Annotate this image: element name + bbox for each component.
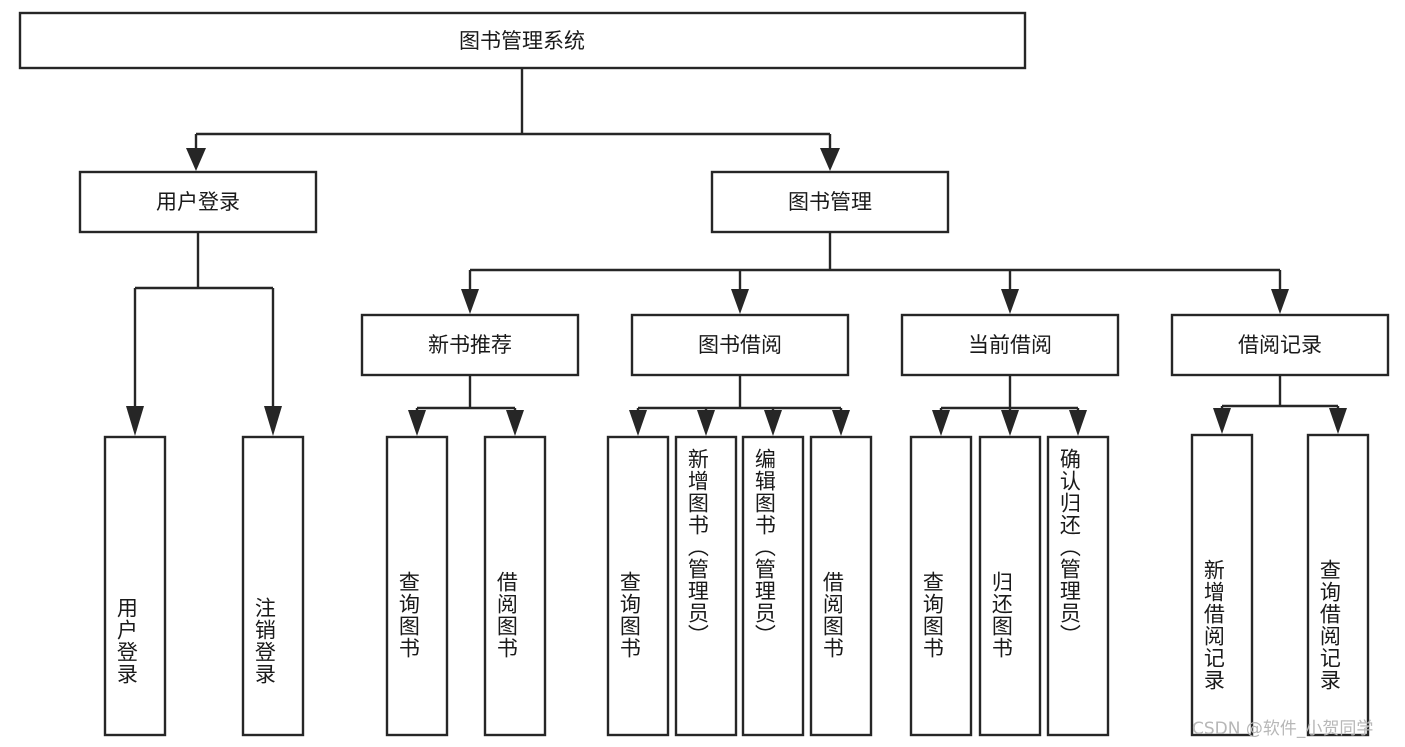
node-leaf-query-record[interactable]: [1306, 433, 1370, 737]
node-leaf-return-book[interactable]: [978, 435, 1042, 737]
node-new-book-recommend-label: 新书推荐: [428, 333, 512, 357]
node-user-login[interactable]: [78, 170, 318, 234]
arrow-head-current-borrow: [1001, 289, 1019, 314]
node-leaf-edit-book[interactable]: [741, 435, 805, 737]
node-current-borrow[interactable]: [900, 313, 1120, 377]
csdn-watermark: CSDN @软件_小贺同学: [1192, 719, 1374, 739]
arrow-head-book-manage: [820, 148, 840, 171]
node-leaf-borrow-book-1[interactable]: [483, 435, 547, 737]
node-current-borrow-label: 当前借阅: [968, 333, 1052, 357]
arrow-head-leaf-add-record: [1213, 408, 1231, 434]
arrow-head-leaf-edit-book: [764, 410, 782, 436]
arrow-head-leaf-confirm-return: [1069, 410, 1087, 436]
node-leaf-logout[interactable]: [241, 435, 305, 737]
node-book-borrow[interactable]: [630, 313, 850, 377]
node-user-login-label: 用户登录: [156, 190, 240, 214]
node-leaf-add-record[interactable]: [1190, 433, 1254, 737]
arrow-head-leaf-query-book-1: [408, 410, 426, 436]
node-book-manage[interactable]: [710, 170, 950, 234]
arrow-head-book-borrow: [731, 289, 749, 314]
arrow-head-leaf-query-book-3: [932, 410, 950, 436]
arrow-head-leaf-query-record: [1329, 408, 1347, 434]
node-leaf-user-login[interactable]: [103, 435, 167, 737]
node-borrow-record-label: 借阅记录: [1238, 333, 1322, 357]
arrow-head-leaf-return-book: [1001, 410, 1019, 436]
node-leaf-confirm-return[interactable]: [1046, 435, 1110, 737]
node-root-label: 图书管理系统: [459, 29, 585, 53]
node-leaf-add-book[interactable]: [674, 435, 738, 737]
node-borrow-record[interactable]: [1170, 313, 1390, 377]
arrow-head-leaf-user-login: [126, 406, 144, 436]
arrow-head-leaf-borrow-book-2: [832, 410, 850, 436]
node-root[interactable]: [18, 11, 1027, 70]
node-leaf-query-book-3[interactable]: [909, 435, 973, 737]
node-book-manage-label: 图书管理: [788, 190, 872, 214]
arrow-head-user-login: [186, 148, 206, 171]
arrow-head-leaf-logout: [264, 406, 282, 436]
node-leaf-query-book-1[interactable]: [385, 435, 449, 737]
arrow-head-leaf-borrow-book-1: [506, 410, 524, 436]
arrow-head-leaf-query-book-2: [629, 410, 647, 436]
node-leaf-borrow-book-2[interactable]: [809, 435, 873, 737]
arrow-head-new-book-recommend: [461, 289, 479, 314]
arrow-head-borrow-record: [1271, 289, 1289, 314]
node-new-book-recommend[interactable]: [360, 313, 580, 377]
node-book-borrow-label: 图书借阅: [698, 333, 782, 357]
arrow-head-leaf-add-book: [697, 410, 715, 436]
node-leaf-query-book-2[interactable]: [606, 435, 670, 737]
